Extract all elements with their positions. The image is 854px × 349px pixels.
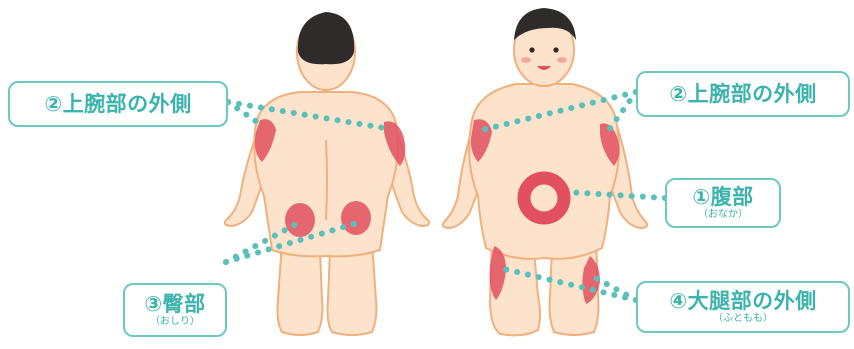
front-right-cheek (557, 57, 567, 63)
front-right-eye (553, 47, 558, 52)
label-abdomen-text: ①腹部 (692, 187, 753, 208)
label-buttock-text: ③臀部 (144, 294, 205, 315)
label-thigh-reading: （ふともも） (713, 314, 773, 324)
back-hair (298, 12, 354, 64)
label-upper-arm-front-text: ②上腕部の外側 (669, 84, 816, 105)
back-right-buttock-site (341, 201, 371, 235)
front-view-figure (443, 8, 647, 335)
front-left-eye (529, 47, 534, 52)
label-thigh: ④大腿部の外側 （ふともも） (636, 281, 850, 333)
leader-back-upperarm-left (228, 102, 260, 124)
label-buttock-reading: （おしり） (150, 317, 200, 327)
label-thigh-text: ④大腿部の外側 (669, 291, 816, 312)
label-upper-arm-back: ②上腕部の外側 (8, 81, 228, 127)
back-view-figure (225, 12, 429, 335)
front-torso (469, 84, 619, 259)
back-spine-line (326, 140, 327, 220)
label-buttock: ③臀部 （おしり） (123, 283, 227, 337)
label-upper-arm-front: ②上腕部の外側 (636, 71, 850, 117)
label-upper-arm-back-text: ②上腕部の外側 (44, 94, 191, 115)
label-abdomen-reading: （おなか） (698, 210, 748, 220)
back-left-buttock-site (285, 203, 315, 237)
label-abdomen: ①腹部 （おなか） (665, 178, 781, 228)
front-left-cheek (521, 57, 531, 63)
